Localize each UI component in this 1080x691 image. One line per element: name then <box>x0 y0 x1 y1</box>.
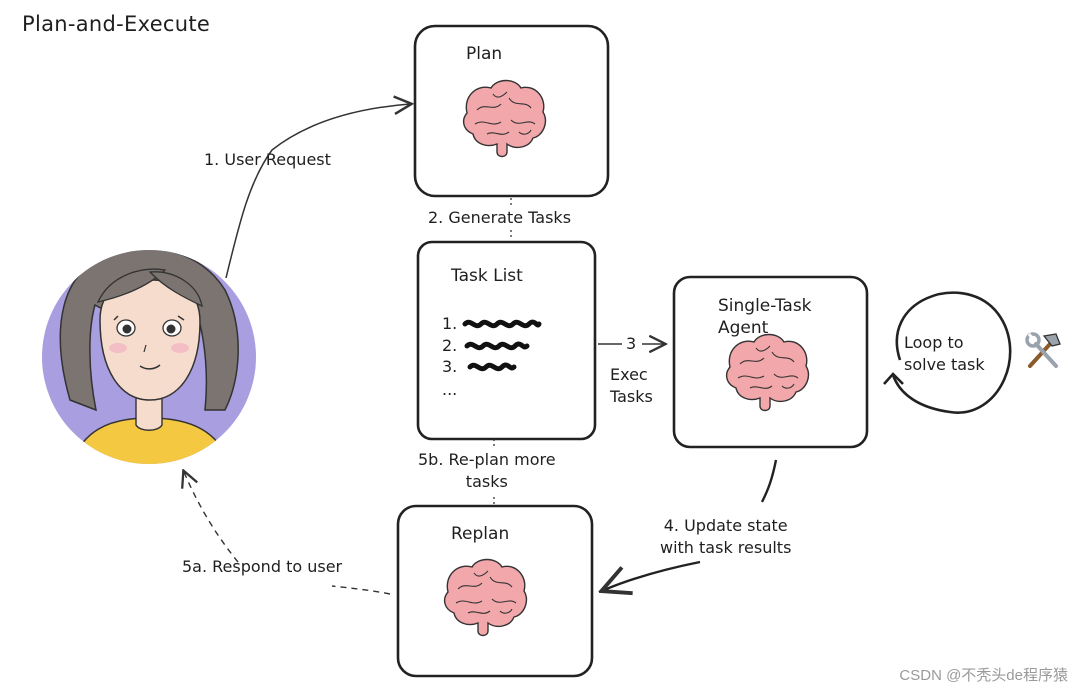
task-scribble-1 <box>462 319 542 329</box>
task-item-1: 1. <box>442 314 458 333</box>
task-list-box-title: Task List <box>451 266 523 286</box>
watermark: CSDN @不秃头de程序猿 <box>899 667 1068 684</box>
edge-label-exec-tasks: Exec Tasks <box>610 365 653 406</box>
user-avatar <box>42 250 256 464</box>
edge-label-respond: 5a. Respond to user <box>182 557 343 576</box>
edge-respond-bottom <box>331 585 391 595</box>
edge-label-loop: Loop to solve task <box>904 333 985 374</box>
task-item-2: 2. <box>442 336 458 355</box>
loop-circle <box>891 291 1012 414</box>
single-task-agent-box-title: Single-Task Agent <box>718 296 812 338</box>
edge-label-update-state: 4. Update state with task results <box>660 516 792 557</box>
edge-update-state-bottom <box>604 560 701 590</box>
edge-label-exec-number: 3 <box>626 334 637 353</box>
edge-respond-top <box>184 472 239 563</box>
replan-box-title: Replan <box>451 524 510 544</box>
diagram-title: Plan-and-Execute <box>22 12 211 36</box>
task-item-more: ... <box>442 380 458 399</box>
edge-user-request <box>225 104 410 279</box>
tools-icon <box>1025 332 1061 368</box>
edge-label-generate-tasks: 2. Generate Tasks <box>428 208 572 227</box>
task-item-3: 3. <box>442 357 458 376</box>
edge-update-state-top <box>760 459 778 503</box>
plan-box-title: Plan <box>466 44 503 64</box>
edge-label-replan-more: 5b. Re-plan more tasks <box>418 450 556 491</box>
loop-arrowhead <box>883 372 904 385</box>
task-scribble-2 <box>464 341 530 351</box>
task-list-box <box>416 240 597 441</box>
task-scribble-3 <box>467 362 517 372</box>
edge-label-user-request: 1. User Request <box>204 150 331 169</box>
